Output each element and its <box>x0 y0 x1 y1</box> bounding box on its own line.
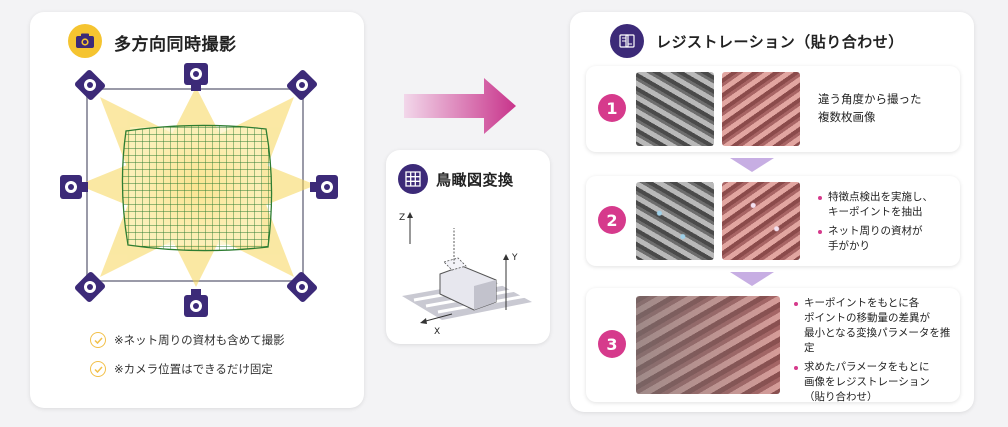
axis-y-label: Y <box>511 253 518 263</box>
step-1-number: 1 <box>598 94 626 122</box>
note-include-materials: ※ネット周りの資材も含めて撮影 <box>90 332 285 348</box>
step-3-number: 3 <box>598 330 626 358</box>
step-2-bullets: 特徴点検出を実施し、キーポイントを抽出 ネット周りの資材が手がかり <box>818 190 958 258</box>
perspective-diagram: Z Y X <box>399 212 532 337</box>
photo-gray <box>636 72 714 146</box>
camera-bottom <box>184 289 208 317</box>
check-icon <box>90 332 106 348</box>
camera-net-diagram <box>60 63 338 317</box>
camera-icon <box>68 24 102 58</box>
camera-top <box>184 63 208 91</box>
note-text: ※カメラ位置はできるだけ固定 <box>114 362 273 376</box>
step-2-card: 2 特徴点検出を実施し、キーポイントを抽出 ネット周りの資材が手がかり <box>586 176 960 266</box>
photo-red <box>722 72 800 146</box>
bullet-item: 求めたパラメータをもとに画像をレジストレーション（貼り合わせ） <box>794 360 956 405</box>
birds-eye-card: 鳥瞰図変換 Z Y X <box>386 150 550 344</box>
down-arrow <box>730 272 774 286</box>
step-1-text: 違う角度から撮った 複数枚画像 <box>818 92 922 124</box>
camera-bottom-right <box>286 271 318 303</box>
camera-top-right <box>286 69 318 101</box>
axis-x-label: X <box>434 327 440 337</box>
step-1-card: 1 違う角度から撮った 複数枚画像 <box>586 66 960 152</box>
registration-title: レジストレーション（貼り合わせ） <box>656 33 904 51</box>
birds-eye-title: 鳥瞰図変換 <box>436 171 514 189</box>
photo-gray-keypoints <box>636 182 714 260</box>
photo-red-keypoints <box>722 182 800 260</box>
camera-right <box>310 175 338 199</box>
axis-z-label: Z <box>399 213 405 223</box>
registration-card: レジストレーション（貼り合わせ） 1 違う角度から撮った 複数枚画像 2 特徴点… <box>570 12 974 412</box>
step-3-card: 3 キーポイントをもとに各ポイントの移動量の差異が最小となる変換パラメータを推定… <box>586 288 960 403</box>
camera-top-left <box>74 69 106 101</box>
note-fix-camera: ※カメラ位置はできるだけ固定 <box>90 361 273 377</box>
bullet-item: ネット周りの資材が手がかり <box>818 224 958 254</box>
step-3-bullets: キーポイントをもとに各ポイントの移動量の差異が最小となる変換パラメータを推定 求… <box>794 296 956 409</box>
multi-angle-capture-title: 多方向同時撮影 <box>114 35 237 55</box>
bullet-item: キーポイントをもとに各ポイントの移動量の差異が最小となる変換パラメータを推定 <box>794 296 956 356</box>
photo-registered <box>636 296 780 394</box>
check-icon <box>90 361 106 377</box>
grid-icon <box>398 164 428 194</box>
flow-arrow <box>404 78 516 134</box>
step-2-number: 2 <box>598 206 626 234</box>
camera-bottom-left <box>74 271 106 303</box>
note-text: ※ネット周りの資材も含めて撮影 <box>114 333 285 347</box>
bullet-item: 特徴点検出を実施し、キーポイントを抽出 <box>818 190 958 220</box>
multi-angle-capture-card: 多方向同時撮影 <box>30 12 364 408</box>
down-arrow <box>730 158 774 172</box>
stitch-icon <box>610 24 644 58</box>
camera-left <box>60 175 88 199</box>
